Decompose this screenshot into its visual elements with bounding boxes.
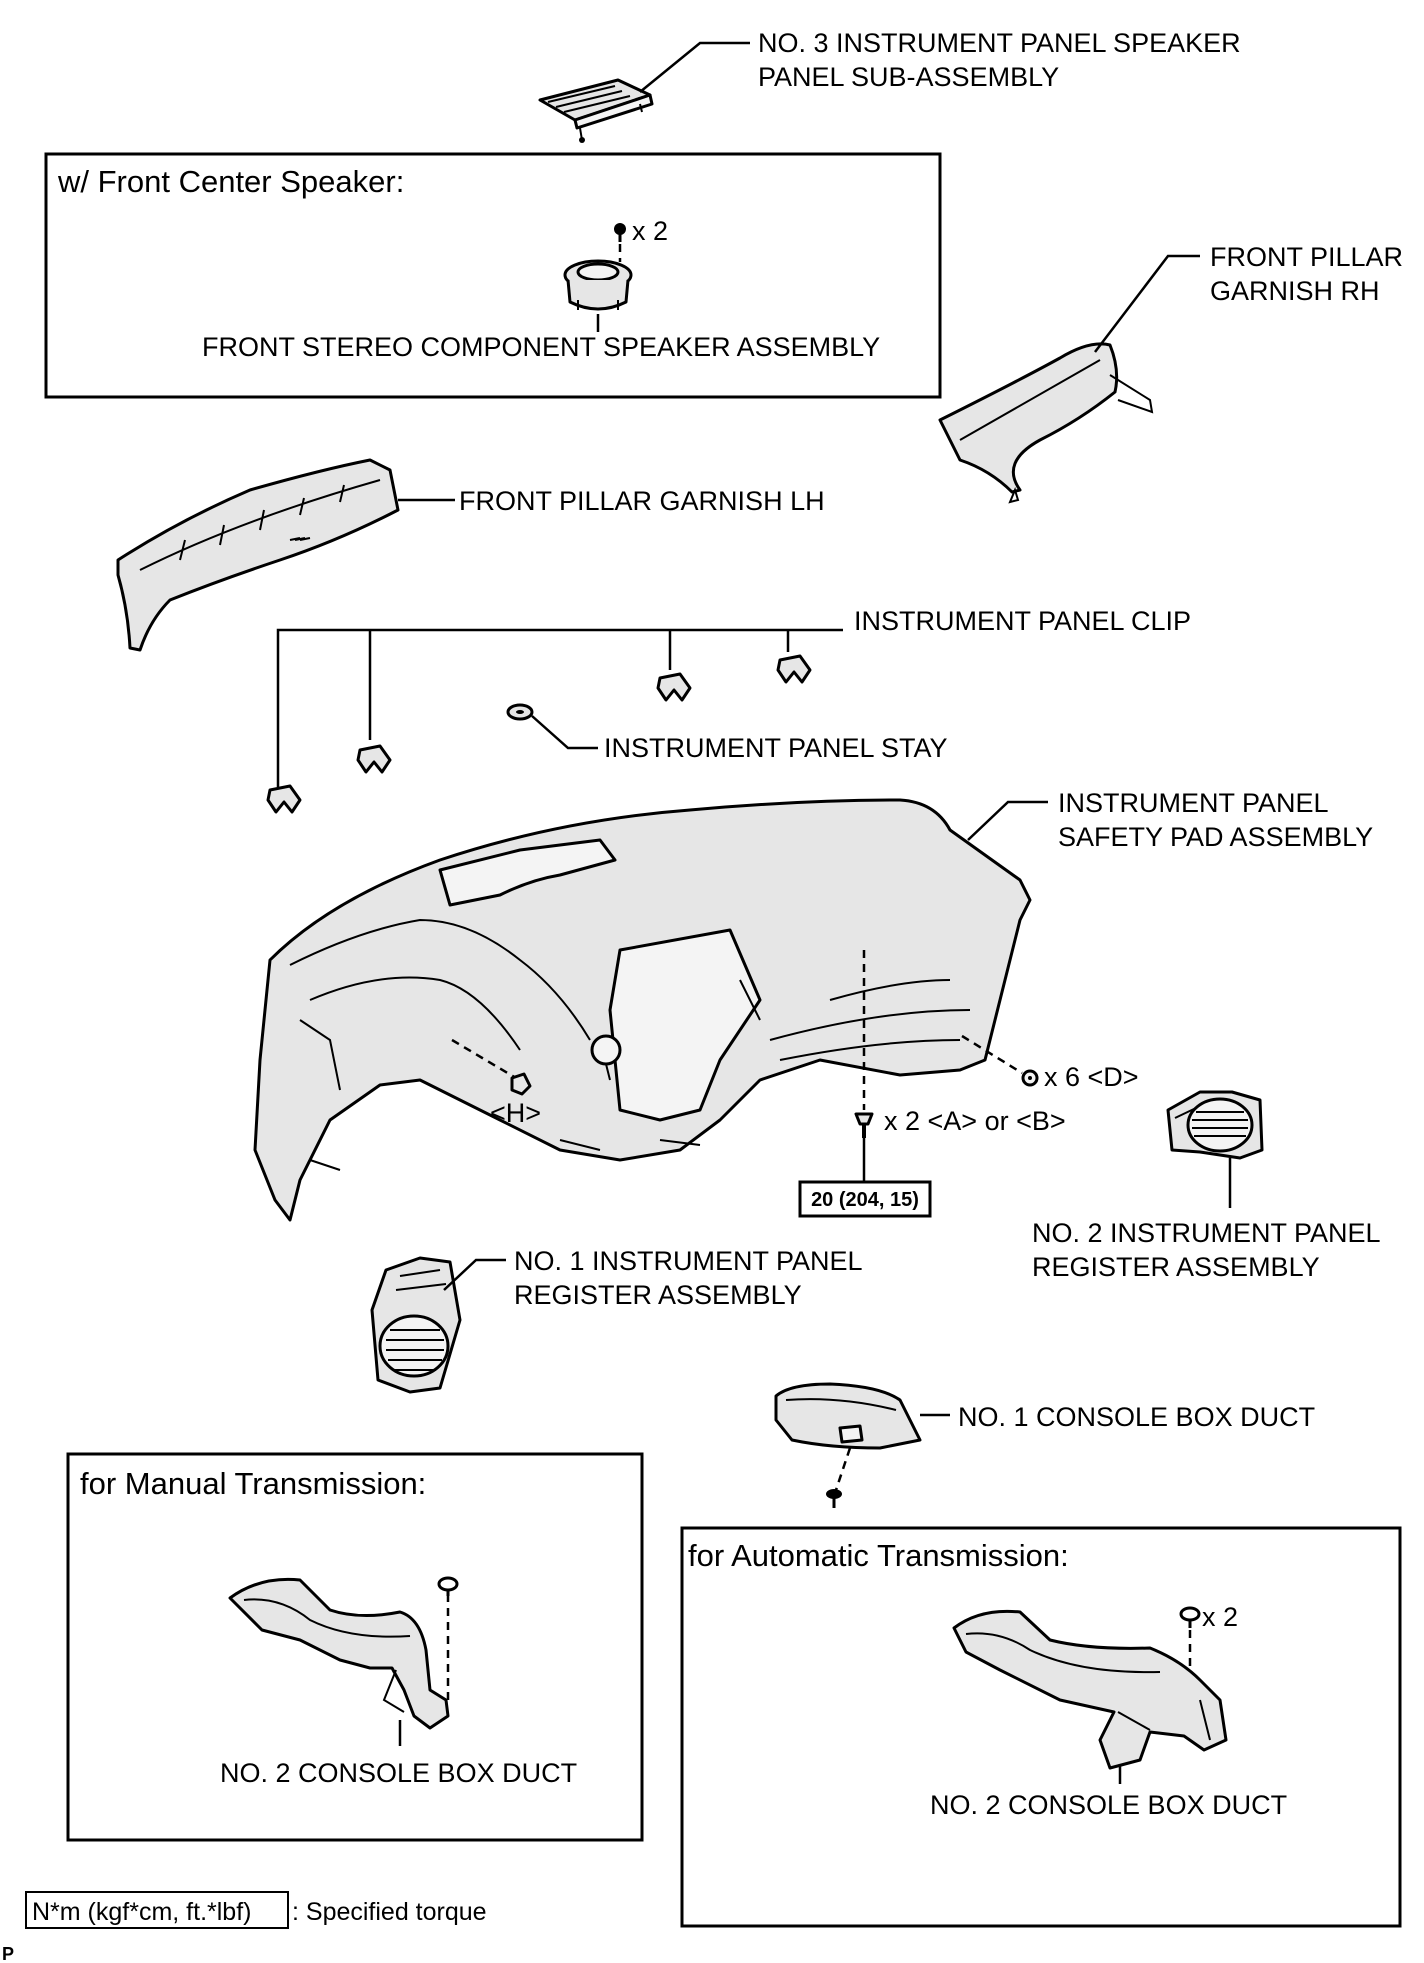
torque-box — [798, 1180, 932, 1218]
screw-icon — [437, 1576, 459, 1596]
register-no2-label-2: REGISTER ASSEMBLY — [1032, 1252, 1320, 1282]
panel-stay-part — [506, 703, 534, 721]
panel-stay-label: INSTRUMENT PANEL STAY — [604, 733, 948, 763]
manual-transmission-header: for Manual Transmission: — [80, 1466, 426, 1501]
pillar-garnish-rh-part — [938, 342, 1154, 504]
automatic-transmission-box — [680, 1526, 1402, 1928]
console-duct-no1-dashline — [834, 1447, 852, 1491]
speaker-panel-leader — [639, 41, 750, 93]
torque-value: 20 (204, 15) — [811, 1189, 919, 1211]
console-duct-no1-part — [774, 1382, 922, 1450]
console-duct-no2-auto-part — [952, 1609, 1228, 1770]
pillar-garnish-rh-leader — [1094, 254, 1200, 353]
pillar-garnish-rh-label-1: FRONT PILLAR — [1210, 242, 1403, 272]
console-duct-no1-label: NO. 1 CONSOLE BOX DUCT — [958, 1402, 1315, 1432]
pillar-garnish-rh-label-2: GARNISH RH — [1210, 276, 1380, 306]
register-no1-leader — [443, 1258, 506, 1291]
bolt-d-label: x 6 <D> — [1044, 1062, 1139, 1092]
console-duct-no2-manual-part — [228, 1577, 450, 1730]
panel-clip-label: INSTRUMENT PANEL CLIP — [854, 606, 1191, 636]
screw-icon — [826, 1489, 842, 1508]
stereo-speaker-label: FRONT STEREO COMPONENT SPEAKER ASSEMBLY — [202, 332, 880, 362]
bolt-d-dashline — [961, 1034, 1023, 1075]
speaker-panel-label-1: NO. 3 INSTRUMENT PANEL SPEAKER — [758, 28, 1241, 58]
torque-legend-desc: : Specified torque — [292, 1898, 487, 1926]
front-center-speaker-box — [44, 152, 942, 399]
torque-legend-box — [25, 1891, 289, 1929]
pillar-garnish-lh-part — [116, 458, 400, 652]
speaker-panel-label-2: PANEL SUB-ASSEMBLY — [758, 62, 1059, 92]
bolt-ab-label: x 2 <A> or <B> — [884, 1106, 1066, 1136]
speaker-screw-qty: x 2 — [632, 216, 668, 246]
pillar-garnish-lh-label: FRONT PILLAR GARNISH LH — [459, 486, 825, 516]
manual-transmission-box — [66, 1452, 644, 1842]
safety-pad-label-1: INSTRUMENT PANEL — [1058, 788, 1329, 818]
speaker-panel-part — [538, 78, 654, 143]
screw-icon — [1179, 1606, 1201, 1628]
clip-h-label: <H> — [490, 1098, 541, 1128]
clip-h-dashline — [451, 1038, 517, 1080]
panel-stay-leader — [531, 715, 598, 750]
console-duct-no2-auto-label: NO. 2 CONSOLE BOX DUCT — [930, 1790, 1287, 1820]
automatic-transmission-header: for Automatic Transmission: — [688, 1538, 1069, 1573]
panel-clip-leaders — [276, 628, 843, 787]
console-duct-no2-manual-label: NO. 2 CONSOLE BOX DUCT — [220, 1758, 577, 1788]
corner-mark: P — [2, 1944, 14, 1963]
bolt-d-icon — [1021, 1069, 1039, 1087]
bolt-ab-icon — [854, 1112, 874, 1138]
register-no2-part — [1166, 1090, 1264, 1160]
register-no1-label-2: REGISTER ASSEMBLY — [514, 1280, 802, 1310]
safety-pad-leader — [967, 800, 1048, 841]
panel-clip-part — [266, 654, 812, 814]
safety-pad-label-2: SAFETY PAD ASSEMBLY — [1058, 822, 1373, 852]
auto-screw-qty: x 2 — [1202, 1602, 1238, 1632]
torque-legend-unit: N*m (kgf*cm, ft.*lbf) — [32, 1898, 251, 1926]
clip-h-icon — [510, 1072, 532, 1096]
stereo-speaker-part — [563, 259, 633, 311]
register-no1-label-1: NO. 1 INSTRUMENT PANEL — [514, 1246, 863, 1276]
register-no1-part — [370, 1256, 462, 1394]
screw-icon — [614, 223, 626, 242]
register-no2-label-1: NO. 2 INSTRUMENT PANEL — [1032, 1218, 1381, 1248]
safety-pad-part — [253, 798, 1032, 1222]
front-center-speaker-header: w/ Front Center Speaker: — [57, 164, 404, 199]
